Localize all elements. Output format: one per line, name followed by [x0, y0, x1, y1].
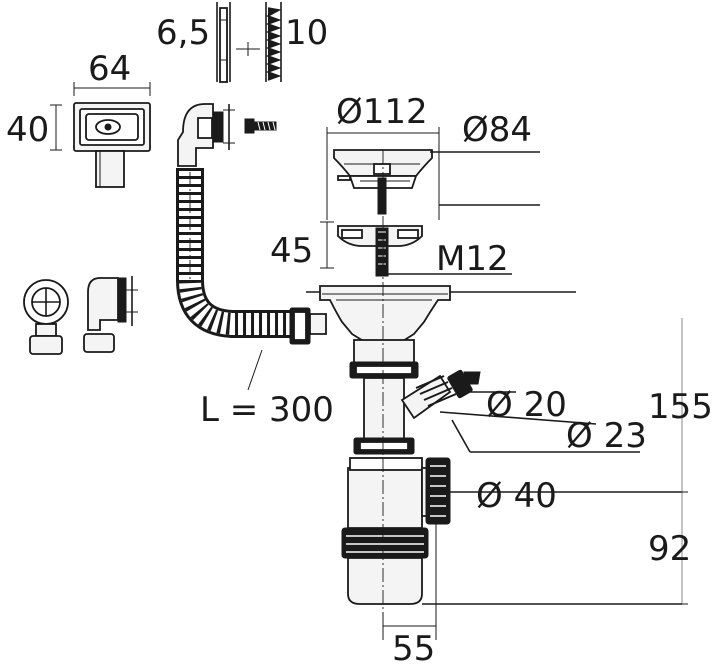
- screw-b-label: 10: [285, 13, 328, 53]
- strainer-inner-label: Ø84: [462, 110, 532, 150]
- overflow-elbow: [177, 103, 235, 167]
- box-height-label: 40: [6, 110, 49, 150]
- strainer-outer-label: Ø112: [336, 92, 428, 132]
- hose-length-leader: [247, 349, 263, 391]
- overflow-screw: [244, 118, 277, 134]
- overflow-hose: [176, 168, 327, 345]
- plug-bolt: [320, 221, 512, 277]
- connector-side-view: [83, 276, 138, 353]
- trap-height-label: 92: [648, 529, 691, 569]
- plug-depth-label: 45: [270, 231, 313, 271]
- offset-dimension: [382, 520, 437, 640]
- sink-flange-body: [306, 285, 576, 379]
- side-inlet-small-label: Ø 20: [486, 385, 567, 425]
- side-inlet: [400, 369, 640, 453]
- screw-a-label: 6,5: [156, 13, 210, 53]
- total-height-label: 155: [648, 387, 713, 427]
- height-dimensions: [422, 318, 688, 605]
- box-width-label: 64: [88, 49, 131, 89]
- vertical-tube: [353, 377, 415, 455]
- trap-offset-label: 55: [392, 629, 435, 669]
- screw-detail: [216, 2, 282, 83]
- bolt-label: M12: [436, 239, 509, 279]
- overflow-box: [50, 82, 151, 188]
- outlet-label: Ø 40: [476, 476, 557, 516]
- connector-front-view: [23, 279, 69, 355]
- hose-length-label: L = 300: [200, 390, 334, 430]
- side-inlet-large-label: Ø 23: [566, 416, 647, 456]
- strainer-basket: [326, 127, 540, 220]
- bottle-trap: [341, 457, 682, 605]
